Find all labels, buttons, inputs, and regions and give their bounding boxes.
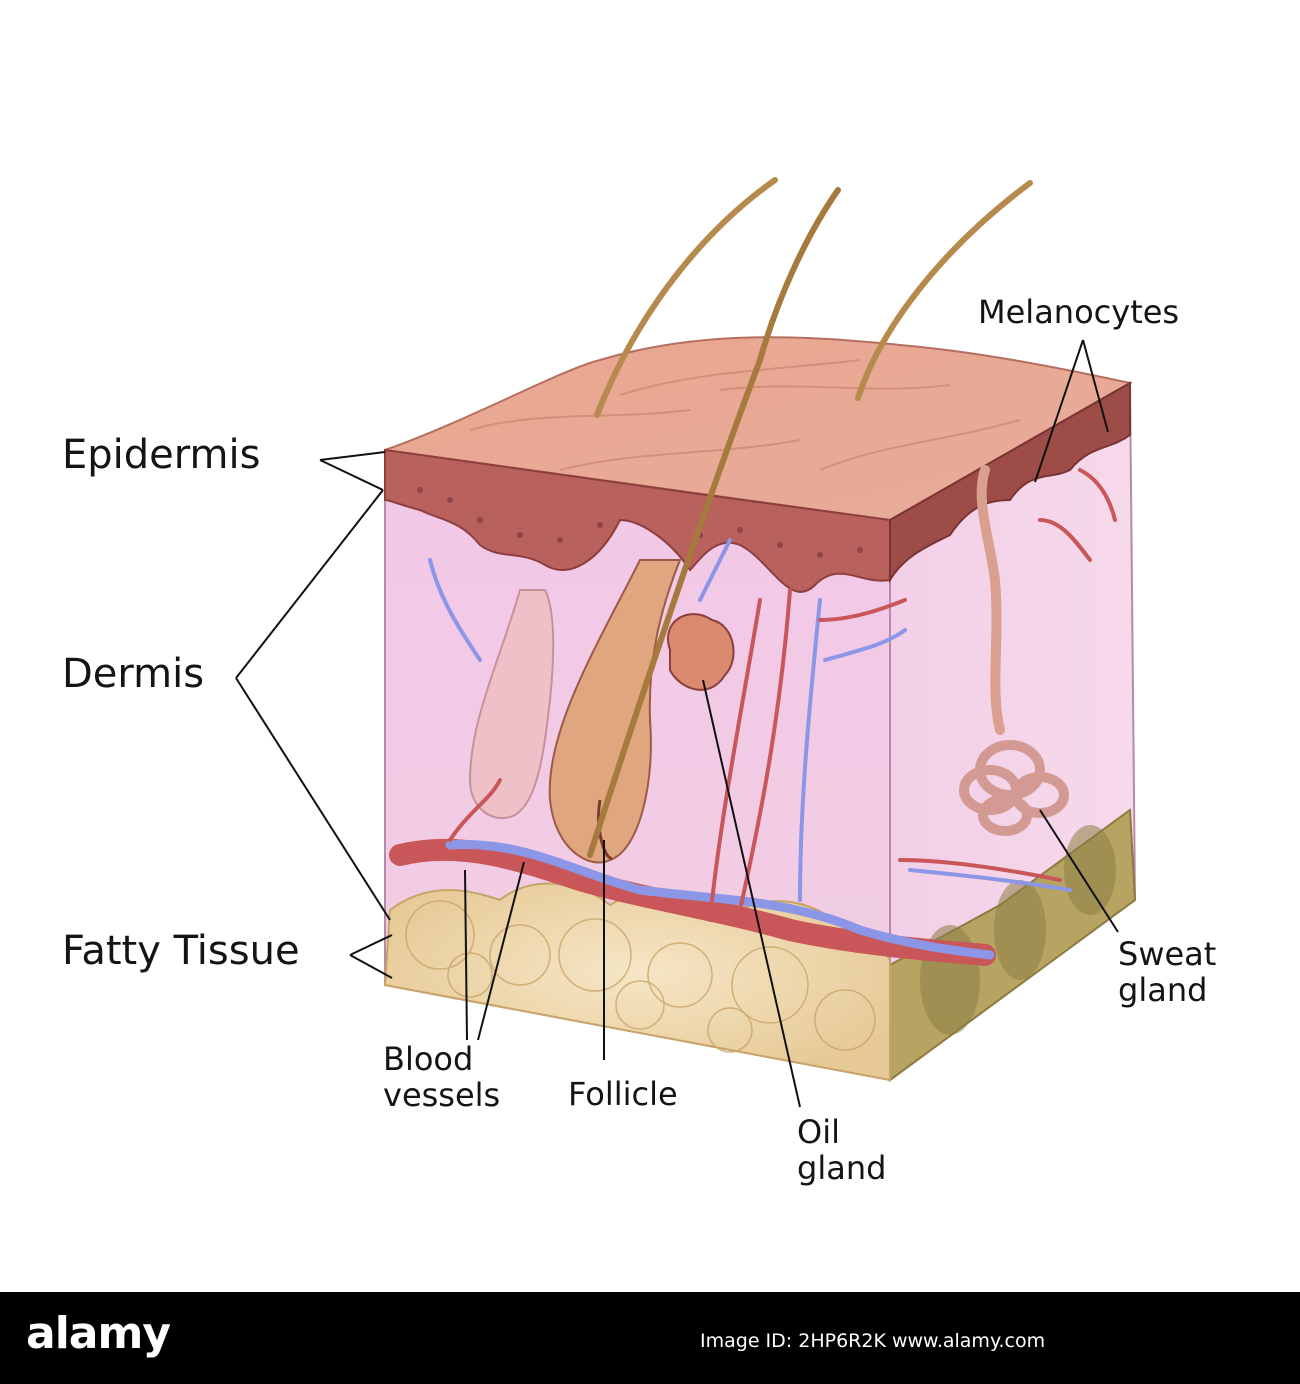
artery: [389, 838, 996, 966]
stock-watermark-footer: alamy Image ID: 2HP6R2K www.alamy.com: [0, 1292, 1300, 1384]
skin-cross-section-diagram: Epidermis Dermis Fatty Tissue Melanocyte…: [62, 177, 1217, 1187]
melanocytes-leader-right: [1082, 339, 1109, 433]
image-id-and-url: Image ID: 2HP6R2K www.alamy.com: [700, 1330, 1045, 1352]
label-oil-gland-line1: Oil: [797, 1113, 840, 1151]
sweat-gland-duct: [976, 465, 1005, 735]
label-dermis: Dermis: [62, 651, 205, 697]
label-blood-vessels-line2: vessels: [383, 1075, 501, 1114]
hairs: [587, 177, 1033, 858]
blood-vessels-leader-left: [464, 869, 468, 1041]
image-url: www.alamy.com: [891, 1330, 1046, 1352]
label-oil-gland-line2: gland: [797, 1148, 887, 1187]
label-follicle: Follicle: [568, 1075, 678, 1113]
epidermis-side-band: [889, 381, 1131, 584]
side-vessels: [898, 468, 1117, 892]
epidermis-leader-bottom: [319, 459, 384, 491]
blood-vessels-leader-right: [477, 861, 525, 1041]
label-blood-vessels: Blood vessels: [383, 1040, 501, 1114]
sweat-gland-coil: [959, 740, 1069, 836]
epidermis-leader-top: [319, 451, 386, 461]
image-id-value: 2HP6R2K: [798, 1330, 886, 1352]
label-oil-gland: Oil gland: [797, 1113, 887, 1187]
dermis-leader-bottom: [235, 677, 391, 921]
sweat-gland-leader: [1039, 809, 1119, 933]
fatty-leader-bottom: [349, 954, 393, 979]
label-sweat-gland-line1: Sweat: [1118, 935, 1217, 973]
skin-block-illustration: [235, 177, 1137, 1108]
image-id-label: Image ID:: [700, 1330, 793, 1352]
label-sweat-gland-line2: gland: [1118, 970, 1208, 1009]
fat-lobules: [405, 900, 876, 1053]
label-sweat-gland: Sweat gland: [1118, 935, 1217, 1009]
dermal-column: [468, 589, 555, 820]
melanocytes-leader-left: [1034, 339, 1084, 483]
label-fatty-tissue: Fatty Tissue: [62, 928, 300, 974]
leader-lines: [235, 339, 1119, 1108]
vein: [445, 839, 995, 960]
label-epidermis: Epidermis: [62, 432, 261, 478]
fatty-leader-top: [349, 934, 393, 956]
oil-gland-shape: [667, 613, 735, 691]
dermis-leader-top: [235, 489, 384, 679]
alamy-logo: alamy: [26, 1308, 171, 1359]
epidermis-front-band: [384, 448, 891, 593]
oil-gland-leader: [702, 679, 801, 1108]
label-blood-vessels-line1: Blood: [383, 1040, 474, 1078]
hair-bulb: [597, 799, 613, 860]
label-melanocytes: Melanocytes: [978, 293, 1180, 331]
surface-creases: [469, 359, 1021, 471]
